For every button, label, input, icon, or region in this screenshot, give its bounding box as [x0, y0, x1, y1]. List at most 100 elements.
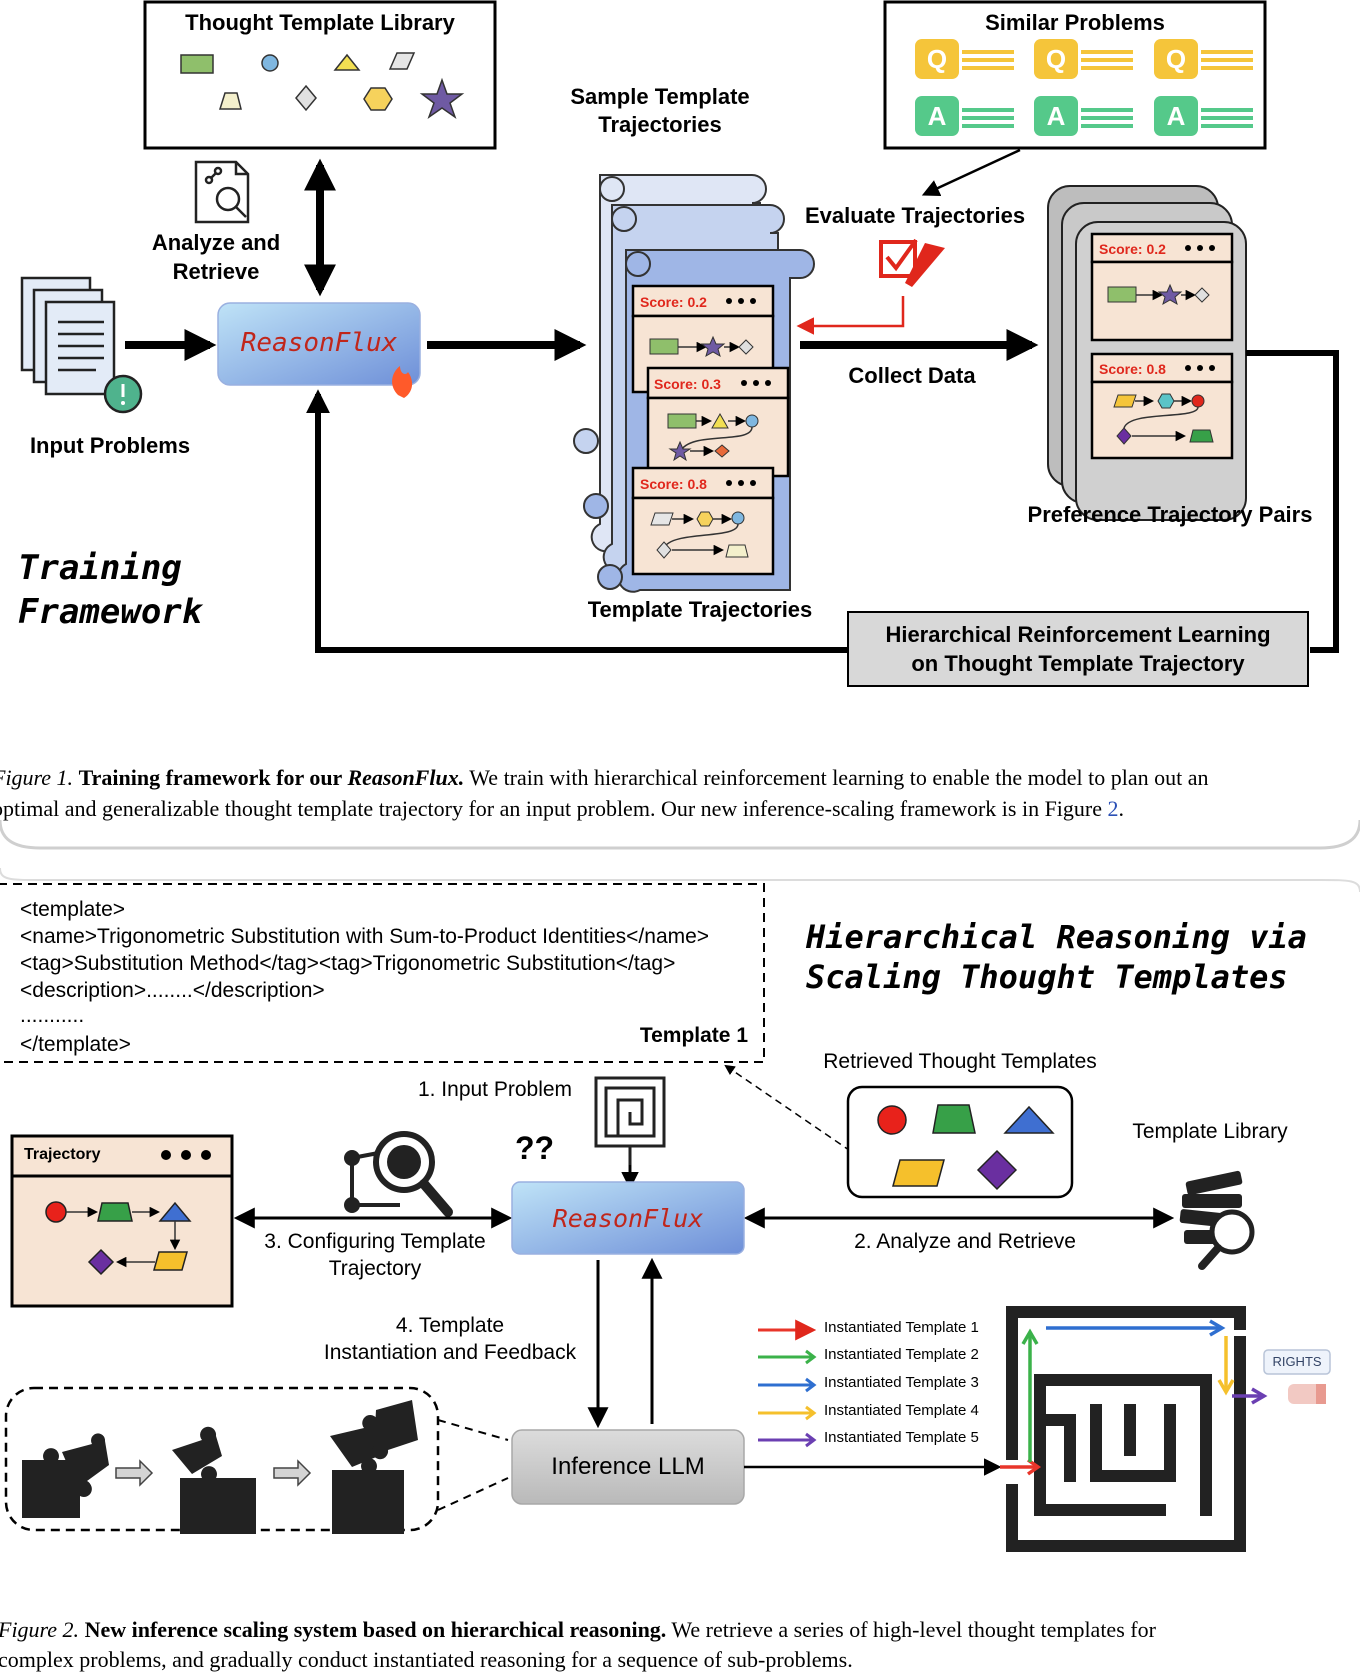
template-library-books-icon — [1179, 1170, 1255, 1270]
score-label-1: Score: 0.2 — [640, 294, 707, 310]
reasonflux-box-inference — [511, 1181, 745, 1255]
evaluate-trajectories-label: Evaluate Trajectories — [804, 203, 1026, 228]
caption-2-bold: New inference scaling system based on hi… — [84, 1617, 667, 1642]
caption-1-line-1: Figure 1. Training framework for our Rea… — [0, 763, 1352, 793]
pref-score-2: Score: 0.8 — [1099, 361, 1166, 377]
pref-score-1: Score: 0.2 — [1099, 241, 1166, 257]
trajectory-card-score-03 — [646, 366, 790, 478]
template-line-5: ........... — [20, 1004, 85, 1027]
caption-2-line-1: Figure 2. New inference scaling system b… — [0, 1615, 1358, 1645]
collect-data-label: Collect Data — [848, 363, 976, 388]
trajectory-panel — [10, 1134, 234, 1308]
instantiated-template-3-label: Instantiated Template 3 — [824, 1374, 979, 1391]
instantiation-label-1: 4. Template — [395, 1314, 505, 1337]
analyze-retrieve-label-2: Retrieve — [172, 259, 260, 284]
svg-text:Q: Q — [927, 44, 947, 74]
reasonflux-label-2: ReasonFlux — [552, 1204, 704, 1233]
evaluate-feedback-arrow — [796, 296, 905, 335]
trajectory-panel-title: Trajectory — [24, 1146, 101, 1163]
sample-template-label-2: Trajectories — [598, 112, 722, 137]
score-label-3: Score: 0.8 — [640, 476, 707, 492]
preference-pairs-stack — [1047, 185, 1247, 521]
pref-to-hrl-line — [1246, 350, 1339, 653]
template-line-2: <name>Trigonometric Substitution with Su… — [20, 925, 710, 948]
template-library-label: Template Library — [1132, 1120, 1288, 1143]
caption-2-text-2: complex problems, and gradually conduct … — [0, 1647, 853, 1672]
thought-template-library-box — [143, 0, 497, 150]
template-line-6: </template> — [20, 1033, 131, 1056]
instantiated-template-5-label: Instantiated Template 5 — [824, 1429, 979, 1446]
hrl-box — [847, 611, 1309, 687]
svg-text:A: A — [1047, 101, 1066, 131]
configuring-label-1: 3. Configuring Template — [264, 1230, 486, 1253]
caption-1-text-2: optimal and generalizable thought templa… — [0, 796, 1108, 821]
instantiated-template-1-label: Instantiated Template 1 — [824, 1319, 979, 1336]
hrl-label-2: on Thought Template Trajectory — [911, 651, 1245, 676]
puzzle-link-top — [437, 1419, 509, 1441]
evaluate-checklist-icon — [879, 238, 945, 287]
input-problem-label: 1. Input Problem — [417, 1078, 573, 1101]
maze-problem-icon — [594, 1076, 666, 1174]
configuring-label-2: Trajectory — [328, 1257, 422, 1280]
caption-2-prefix: Figure 2. — [0, 1617, 80, 1642]
training-label-1: Training — [18, 548, 182, 588]
caption-1-bold: Training framework for our — [78, 765, 348, 790]
puzzle-link-bottom — [437, 1477, 509, 1511]
analyze-retrieve-label-1: Analyze and — [151, 230, 281, 255]
retrieved-templates-box — [846, 1085, 1074, 1199]
library-title: Thought Template Library — [185, 10, 455, 35]
figure2-card-edge — [0, 867, 1360, 893]
maze-path-arrows — [1000, 1319, 1268, 1476]
svg-text:Q: Q — [1046, 44, 1066, 74]
analyze-search-icon — [344, 1131, 453, 1217]
figure-2-title-line-1: Hierarchical Reasoning via — [806, 918, 1307, 956]
rights-sign-icon — [1263, 1349, 1331, 1404]
analyze-document-icon — [194, 160, 250, 224]
puzzle-pieces — [22, 1400, 418, 1534]
svg-text:A: A — [928, 101, 947, 131]
inference-llm-label: Inference LLM — [551, 1453, 705, 1480]
template-dashed-box — [0, 883, 765, 1063]
figure-divider — [0, 819, 1360, 850]
preference-pairs-label: Preference Trajectory Pairs — [1027, 502, 1313, 527]
input-problems-label: Input Problems — [29, 433, 191, 458]
caption-1-figure-link[interactable]: 2 — [1107, 796, 1119, 821]
similar-to-evaluate-arrow — [921, 148, 1021, 197]
template-line-1: <template> — [20, 898, 126, 921]
instantiated-legend-arrows — [758, 1319, 817, 1448]
input-problems-icon — [20, 276, 143, 414]
caption-1-line-2: optimal and generalizable thought templa… — [0, 794, 1352, 824]
instantiation-label-2: Instantiation and Feedback — [323, 1341, 577, 1364]
svg-text:A: A — [1167, 101, 1186, 131]
training-label-2: Framework — [18, 592, 203, 632]
caption-1-end: . — [1118, 796, 1125, 821]
caption-1-bold-italic: ReasonFlux. — [347, 765, 465, 790]
score-label-2: Score: 0.3 — [654, 376, 721, 392]
caption-2-text-1: We retrieve a series of high-level thoug… — [666, 1617, 1156, 1642]
reasonflux-label-1: ReasonFlux — [240, 328, 398, 358]
maze-icon — [1006, 1306, 1246, 1552]
sample-template-label-1: Sample Template — [570, 84, 750, 109]
template-line-3: <tag>Substitution Method</tag><tag>Trigo… — [20, 952, 676, 975]
svg-text:Q: Q — [1166, 44, 1186, 74]
trajectory-card-score-08 — [631, 466, 775, 576]
hrl-to-reasonflux-arrow — [306, 389, 848, 653]
template-link-dashed — [724, 1064, 891, 1179]
rights-sign-label: RIGHTS — [1272, 1354, 1322, 1369]
hrl-label-1: Hierarchical Reinforcement Learning — [885, 622, 1271, 647]
caption-1-text-1: We train with hierarchical reinforcement… — [464, 765, 1209, 790]
template-trajectories-label: Template Trajectories — [587, 597, 813, 622]
instantiated-template-4-label: Instantiated Template 4 — [824, 1402, 979, 1419]
instantiated-template-2-label: Instantiated Template 2 — [824, 1346, 979, 1363]
figure-2-title-line-2: Scaling Thought Templates — [806, 958, 1288, 996]
template-line-4: <description>........</description> — [20, 979, 325, 1002]
caption-1-prefix: Figure 1. — [0, 765, 74, 790]
analyze-retrieve-label-fig2: 2. Analyze and Retrieve — [854, 1230, 1076, 1253]
template-1-label: Template 1 — [639, 1024, 748, 1047]
similar-problems-box: Q Q Q A A A — [883, 0, 1267, 150]
retrieved-templates-label: Retrieved Thought Templates — [823, 1050, 1097, 1073]
puzzle-progress-arrows — [115, 1459, 312, 1487]
question-marks-icon: ?? — [515, 1130, 555, 1166]
caption-2-line-2: complex problems, and gradually conduct … — [0, 1645, 1358, 1675]
